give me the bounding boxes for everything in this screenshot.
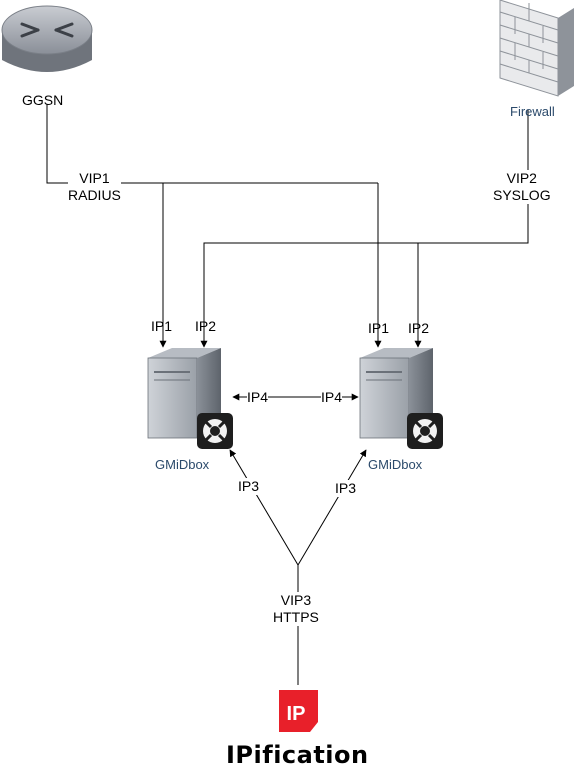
vip2-protocol: SYSLOG — [493, 187, 551, 203]
ip3-left-label: IP3 — [238, 478, 260, 495]
server-icon-right — [359, 348, 443, 449]
vip2-label: VIP2 SYSLOG — [493, 170, 551, 204]
ip4-left-label: IP4 — [247, 389, 269, 406]
vip1-name: VIP1 — [79, 170, 110, 186]
ip3-left-line — [229, 449, 299, 566]
ip4-right-label: IP4 — [321, 389, 343, 406]
ggsn-vip1-line — [46, 104, 378, 184]
ggsn-label: GGSN — [22, 92, 64, 108]
vip2-name: VIP2 — [506, 170, 537, 186]
gmidbox-left-label: GMiDbox — [155, 457, 210, 472]
vip3-protocol: HTTPS — [273, 609, 319, 625]
vip1-label: VIP1 RADIUS — [68, 170, 121, 204]
gmidbox-right-label: GMiDbox — [368, 457, 423, 472]
router-icon — [1, 5, 93, 72]
ip3-right-line — [297, 449, 367, 566]
ipification-logo-icon: IP — [279, 690, 318, 732]
left-ip2-label: IP2 — [195, 318, 217, 334]
right-ip2-label: IP2 — [408, 320, 430, 336]
right-ip1-label: IP1 — [368, 320, 390, 336]
firewall-vip2-line — [200, 110, 529, 348]
firewall-icon — [499, 0, 574, 97]
left-ip1-label: IP1 — [151, 318, 173, 334]
vip1-protocol: RADIUS — [68, 187, 121, 203]
ip-logo-text: IP — [287, 703, 306, 725]
vip3-label: VIP3 HTTPS — [273, 592, 319, 626]
vip3-name: VIP3 — [280, 592, 312, 608]
ip3-right-label: IP3 — [335, 480, 357, 497]
firewall-label: Firewall — [510, 104, 555, 119]
server-icon-left — [147, 348, 233, 449]
ipification-label: IPification — [226, 741, 369, 769]
